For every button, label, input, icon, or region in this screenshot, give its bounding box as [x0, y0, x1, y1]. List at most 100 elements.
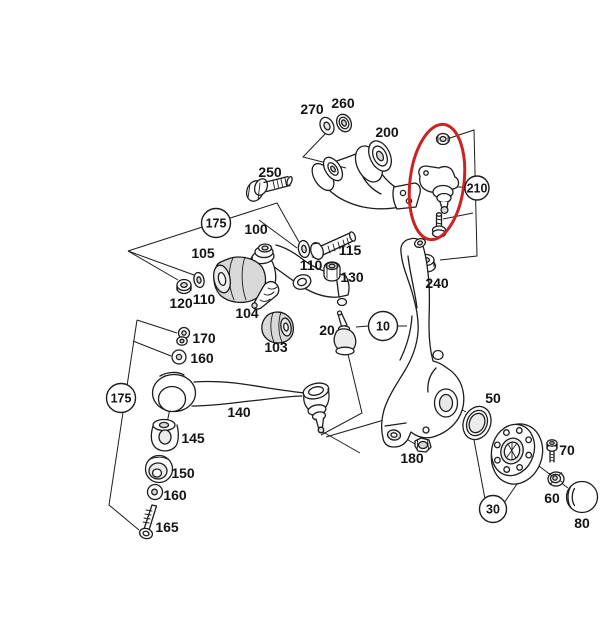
part-110-washer-front: [193, 271, 205, 289]
part-label-110: 110: [300, 257, 323, 273]
part-160-washer-lower-shape: [151, 488, 158, 496]
part-10-steering-knuckle-shape: [407, 255, 418, 309]
leader-lines-shape: [258, 219, 298, 249]
part-60-nut: [547, 471, 565, 487]
part-180-nut-shape: [417, 439, 429, 450]
part-170-grommet-shape: [179, 338, 185, 344]
part-110-washer-front-shape: [196, 276, 202, 284]
part-145-bushing: [150, 418, 179, 452]
part-30-wheel-hub-shape: [515, 427, 523, 434]
leader-lines-shape: [320, 349, 363, 436]
part-60-nut-shape: [549, 472, 564, 485]
part-103-bushing: [261, 311, 295, 344]
part-70-bolt-shape: [549, 453, 555, 462]
part-140-lower-control-arm-shape: [159, 371, 185, 377]
part-250-bolt-shape: [263, 175, 291, 193]
part-50-seal-ring-shape: [468, 412, 486, 434]
part-200-upper-control-arm-shape: [392, 182, 421, 210]
part-115-bolt-shape: [311, 242, 320, 260]
part-label-50: 50: [485, 390, 501, 406]
part-label-140: 140: [227, 404, 251, 420]
ref-circle-number: 175: [111, 392, 132, 406]
part-100-thrust-arm-shape: [292, 274, 312, 290]
part-80-dust-cap: [565, 480, 599, 514]
part-30-wheel-hub: [490, 423, 544, 485]
part-label-170: 170: [192, 330, 216, 346]
circled-ref-30: 30: [478, 494, 508, 524]
part-165-bolt-shape: [142, 509, 153, 524]
part-200-upper-control-arm-shape: [327, 162, 339, 176]
part-20-guide-joint: [333, 310, 357, 356]
part-80-dust-cap-shape: [567, 485, 572, 509]
part-10-steering-knuckle-shape: [390, 432, 398, 438]
ref-circle-outline: [105, 382, 137, 414]
leader-lines-shape: [132, 340, 172, 357]
part-120-nut: [176, 278, 192, 295]
part-170-grommet-shape: [181, 330, 187, 336]
part-250-bolt: [245, 175, 293, 202]
part-210-bolt-shape: [436, 218, 442, 225]
part-label-60: 60: [544, 490, 560, 506]
part-210-nut: [435, 132, 451, 146]
part-20-guide-joint-shape: [335, 346, 355, 356]
part-200-upper-control-arm-shape: [362, 176, 382, 195]
part-drawings: [138, 113, 599, 540]
part-10-steering-knuckle-shape: [399, 315, 413, 361]
part-150-bushing: [144, 454, 174, 484]
part-10-steering-knuckle-shape: [432, 349, 444, 361]
part-250-bolt-shape: [272, 177, 287, 189]
part-label-260: 260: [331, 95, 355, 111]
part-103-bushing-shape: [283, 322, 289, 332]
part-30-wheel-hub-shape: [516, 463, 524, 471]
part-label-250: 250: [258, 164, 282, 180]
part-145-bushing-shape: [158, 429, 172, 445]
part-210-nut-shape: [437, 135, 449, 143]
part-label-200: 200: [375, 124, 399, 140]
part-140-lower-control-arm-shape: [302, 382, 330, 400]
part-140-lower-control-arm: [151, 371, 330, 434]
leader-lines-shape: [473, 439, 486, 500]
part-label-160: 160: [163, 487, 187, 503]
leader-lines-shape: [322, 431, 361, 454]
part-260-bushing: [335, 113, 353, 133]
ref-circle-number: 30: [486, 503, 500, 517]
part-label-103: 103: [264, 339, 288, 355]
part-label-240: 240: [425, 275, 449, 291]
leader-lines-shape: [503, 483, 518, 504]
part-50-seal-ring: [462, 405, 492, 441]
part-140-lower-control-arm-shape: [315, 417, 325, 429]
part-210-bolt-shape: [435, 212, 443, 217]
part-label-110: 110: [193, 291, 216, 307]
part-210-ball-joint-shape: [436, 192, 452, 204]
part-140-lower-control-arm-shape: [317, 426, 325, 434]
part-130-nut: [323, 261, 341, 282]
part-250-bolt-shape: [286, 175, 293, 187]
part-label-270: 270: [300, 101, 324, 117]
part-label-115: 115: [339, 242, 362, 258]
ref-circle-number: 210: [467, 182, 488, 196]
part-10-steering-knuckle-shape: [417, 240, 423, 246]
part-label-80: 80: [574, 515, 590, 531]
part-140-lower-control-arm-shape: [308, 386, 324, 396]
part-103-bushing-shape: [270, 311, 283, 343]
part-165-bolt-shape: [138, 527, 154, 540]
circled-ref-10: 10: [367, 310, 399, 342]
part-110-washer-rear: [297, 239, 311, 259]
part-10-steering-knuckle-shape: [422, 426, 430, 434]
part-165-bolt-shape: [142, 530, 150, 537]
part-210-ball-joint: [418, 165, 460, 215]
part-115-bolt-shape: [310, 242, 324, 260]
part-30-wheel-hub-shape: [525, 436, 533, 444]
part-label-20: 20: [319, 322, 335, 338]
circled-ref-210: 210: [464, 175, 490, 201]
part-110-washer-rear-shape: [301, 244, 307, 254]
part-70-bolt-shape: [549, 440, 555, 446]
part-label-165: 165: [155, 519, 179, 535]
part-label-180: 180: [400, 450, 424, 466]
circled-ref-175: 175: [105, 382, 137, 414]
part-180-nut: [414, 437, 432, 453]
part-104-joint-boot-shape: [251, 302, 258, 309]
part-30-wheel-hub-shape: [502, 429, 510, 437]
